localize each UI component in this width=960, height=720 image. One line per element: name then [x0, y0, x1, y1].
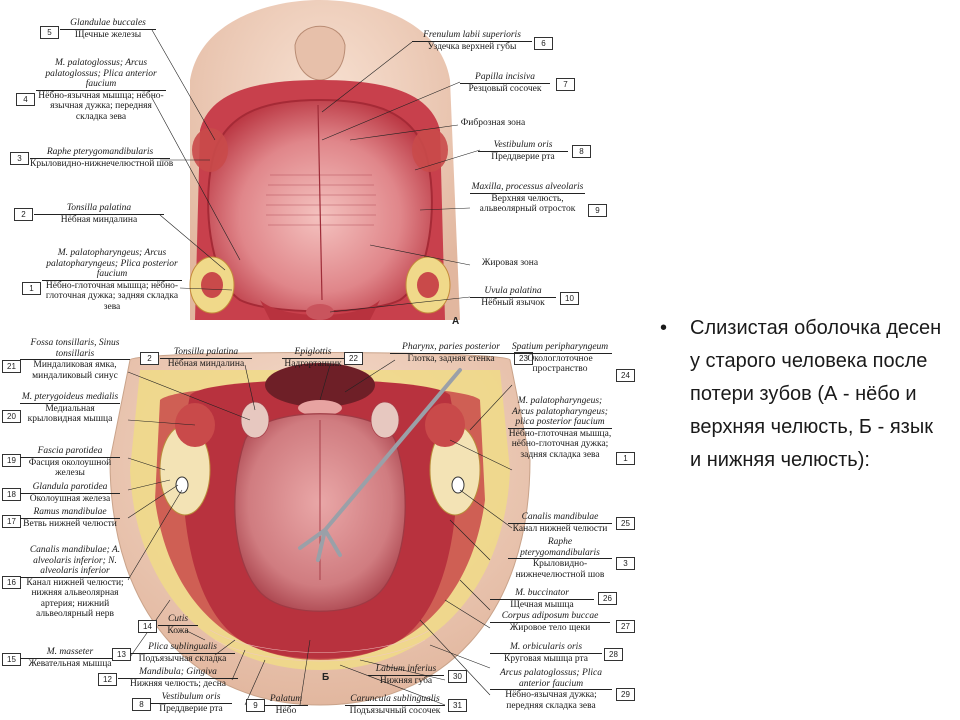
label-number: 16 [2, 576, 21, 589]
label-number: 27 [616, 620, 635, 633]
panel-a-leader-lines [151, 29, 481, 313]
label-number: 1 [616, 452, 635, 465]
label-number: 6 [534, 37, 553, 50]
panel-b-leader-lines [127, 359, 513, 706]
label-number: 30 [448, 670, 467, 683]
label-number: 26 [598, 592, 617, 605]
label-number: 7 [556, 78, 575, 91]
label-number: 2 [14, 208, 33, 221]
label-number: 3 [616, 557, 635, 570]
anatomy-label: M. palatopharyngeus; Arcus palatopharyng… [42, 248, 182, 312]
label-number: 4 [16, 93, 35, 106]
label-number: 5 [40, 26, 59, 39]
label-number: 14 [138, 620, 157, 633]
label-number: 2 [140, 352, 159, 365]
label-number: 17 [2, 515, 21, 528]
slide-text: • Слизистая оболочка десен у старого чел… [656, 312, 946, 477]
label-number: 9 [588, 204, 607, 217]
label-number: 24 [616, 369, 635, 382]
label-number: 3 [10, 152, 29, 165]
bullet-item: • Слизистая оболочка десен у старого чел… [656, 312, 946, 477]
label-number: 8 [132, 698, 151, 711]
panel-b-illustration [109, 352, 531, 706]
anatomy-label: M. palatopharyngeus; Arcus palatopharyng… [508, 396, 612, 460]
label-number: 22 [344, 352, 363, 365]
label-number: 1 [22, 282, 41, 295]
label-number: 18 [2, 488, 21, 501]
anatomy-label: Жировая зона [481, 258, 539, 268]
label-number: 12 [98, 673, 117, 686]
label-number: 10 [560, 292, 579, 305]
label-number: 29 [616, 688, 635, 701]
label-number: 28 [604, 648, 623, 661]
bullet-icon: • [660, 317, 668, 339]
anatomy-label: M. palatoglossus; Arcus palatoglossus; P… [36, 58, 166, 122]
anatomy-label: Arcus palatoglossus; Plica anterior fauc… [490, 668, 612, 711]
label-number: 9 [246, 699, 265, 712]
label-number: 19 [2, 454, 21, 467]
label-number: 8 [572, 145, 591, 158]
label-number: 20 [2, 410, 21, 423]
bullet-text: Слизистая оболочка десен у старого челов… [690, 317, 942, 471]
label-number: 21 [2, 360, 21, 373]
panel-a-illustration [189, 0, 460, 320]
anatomy-label: Canalis mandibulae; A. alveolaris inferi… [20, 545, 130, 620]
anatomy-illustration [109, 0, 531, 706]
label-number: 13 [112, 648, 131, 661]
label-number: 25 [616, 517, 635, 530]
label-number: 31 [448, 699, 467, 712]
surgical-hook [298, 368, 462, 562]
label-number: 15 [2, 653, 21, 666]
anatomy-label: Фиброзная зона [460, 118, 526, 128]
panel-b-letter: Б [322, 672, 330, 683]
panel-a-letter: А [452, 316, 460, 327]
